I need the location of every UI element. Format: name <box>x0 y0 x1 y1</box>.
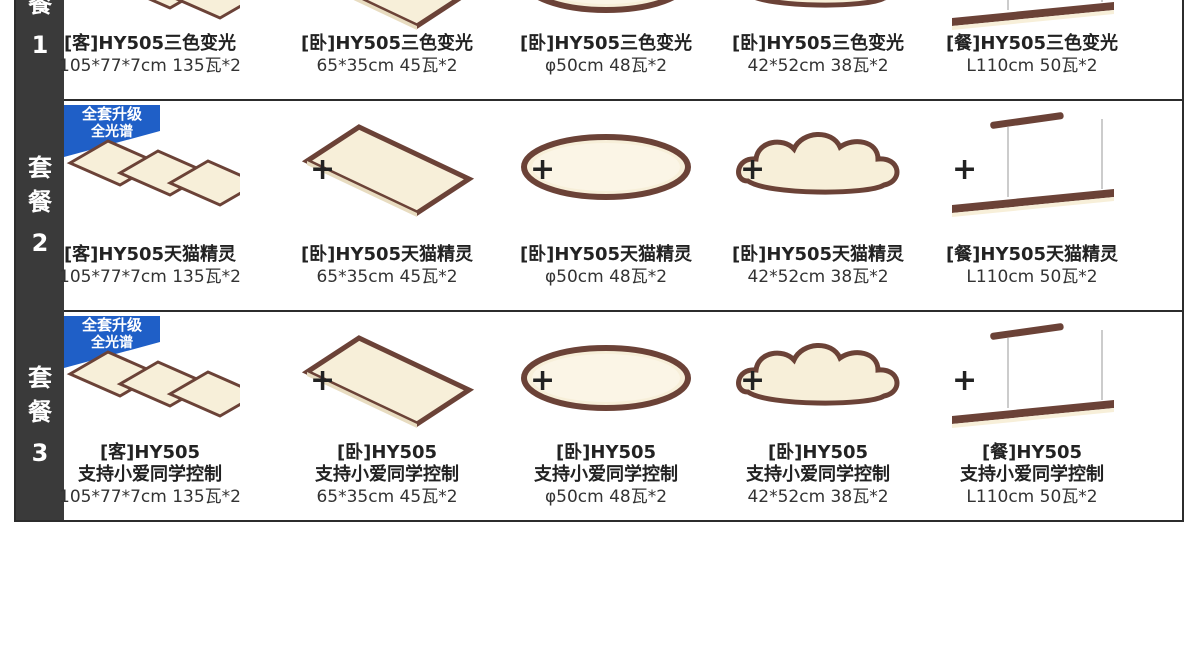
product-spec: 42*52cm 38瓦*2 <box>747 56 889 76</box>
badge-line-2: 全光谱 <box>91 124 133 140</box>
product-feature: 支持小爱同学控制 <box>315 464 459 485</box>
package-label-char: 餐 <box>28 187 52 216</box>
product-name: [卧]HY505天猫精灵 <box>300 244 474 265</box>
product-spec: 105*77*7cm 135瓦*2 <box>59 487 241 507</box>
product-name: [客]HY505天猫精灵 <box>63 244 237 265</box>
plus-icon: + <box>310 363 336 398</box>
bedroom-round-lamp-icon <box>516 320 696 434</box>
living-room-lamp-icon <box>60 0 255 36</box>
product-name: [餐]HY505天猫精灵 <box>945 244 1119 265</box>
bedroom-round-lamp-icon <box>516 0 696 36</box>
product-name: [客]HY505三色变光 <box>63 33 237 54</box>
plus-icon: + <box>530 363 556 398</box>
dining-pendant-lamp-icon <box>942 320 1122 434</box>
badge-line-2: 全光谱 <box>91 335 133 351</box>
plus-icon: + <box>952 152 978 187</box>
product-name: [卧]HY505 <box>336 442 438 463</box>
product-spec: 105*77*7cm 135瓦*2 <box>59 56 241 76</box>
product-feature: 支持小爱同学控制 <box>960 464 1104 485</box>
product-name: [卧]HY505三色变光 <box>300 33 474 54</box>
product-spec: 42*52cm 38瓦*2 <box>747 487 889 507</box>
package-label-2: 套餐 2 <box>16 101 64 312</box>
product-spec: 65*35cm 45瓦*2 <box>316 267 458 287</box>
bedroom-cloud-lamp-icon <box>728 109 908 223</box>
package-label-char: 餐 <box>28 398 52 426</box>
product-spec: L110cm 50瓦*2 <box>966 56 1098 76</box>
upgrade-badge: 全套升级全光谱 <box>64 316 160 372</box>
product-name: [卧]HY505天猫精灵 <box>519 244 693 265</box>
product-spec: 105*77*7cm 135瓦*2 <box>59 267 241 287</box>
product-spec: 65*35cm 45瓦*2 <box>316 56 458 76</box>
product-spec: L110cm 50瓦*2 <box>966 267 1098 287</box>
package-label-char: 餐 <box>28 0 52 18</box>
product-name: [客]HY505 <box>99 442 201 463</box>
badge-ribbon-icon <box>64 316 160 368</box>
product-spec: 42*52cm 38瓦*2 <box>747 267 889 287</box>
product-spec: φ50cm 48瓦*2 <box>544 56 668 76</box>
product-name: [卧]HY505三色变光 <box>519 33 693 54</box>
product-spec: φ50cm 48瓦*2 <box>544 487 668 507</box>
package-number: 1 <box>31 31 49 59</box>
product-spec: 65*35cm 45瓦*2 <box>316 487 458 507</box>
plus-icon: + <box>952 363 978 398</box>
bedroom-rect-lamp-icon <box>297 320 477 434</box>
product-name: [卧]HY505 <box>767 442 869 463</box>
badge-ribbon-icon <box>64 105 160 157</box>
living-room-lamp-icon <box>60 109 262 223</box>
plus-icon: + <box>530 152 556 187</box>
product-feature: 支持小爱同学控制 <box>78 464 222 485</box>
product-name: [餐]HY505三色变光 <box>945 33 1119 54</box>
package-label-3: 套餐 3 <box>16 312 64 522</box>
dining-pendant-lamp-icon <box>942 0 1122 36</box>
product-feature: 支持小爱同学控制 <box>534 464 678 485</box>
bedroom-cloud-lamp-icon <box>728 320 908 434</box>
product-name: [餐]HY505 <box>981 442 1083 463</box>
badge-line-1: 全套升级 <box>81 316 142 334</box>
plus-icon: + <box>740 152 766 187</box>
product-spec: φ50cm 48瓦*2 <box>544 267 668 287</box>
upgrade-badge: 全套升级全光谱 <box>64 105 160 161</box>
package-number: 2 <box>31 228 49 257</box>
badge-line-1: 全套升级 <box>81 105 142 123</box>
package-label-char: 套 <box>28 153 52 182</box>
product-spec: L110cm 50瓦*2 <box>966 487 1098 507</box>
bedroom-cloud-lamp-icon <box>728 0 908 36</box>
plus-icon: + <box>740 363 766 398</box>
product-name: [卧]HY505天猫精灵 <box>731 244 905 265</box>
plus-icon: + <box>310 152 336 187</box>
product-name: [卧]HY505 <box>555 442 657 463</box>
product-name: [卧]HY505三色变光 <box>731 33 905 54</box>
package-number: 3 <box>31 439 49 467</box>
bedroom-rect-lamp-icon <box>297 0 477 36</box>
living-room-lamp-icon <box>60 320 262 434</box>
package-label-char: 套 <box>28 364 52 392</box>
bedroom-round-lamp-icon <box>516 109 696 223</box>
product-feature: 支持小爱同学控制 <box>746 464 890 485</box>
bedroom-rect-lamp-icon <box>297 109 477 223</box>
dining-pendant-lamp-icon <box>942 109 1122 223</box>
